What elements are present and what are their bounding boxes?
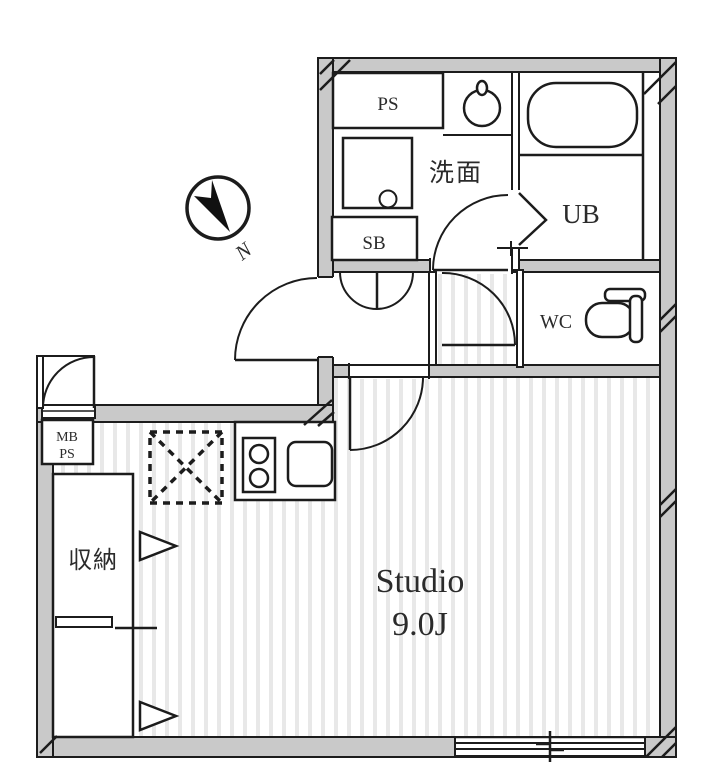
window-center-tick bbox=[536, 731, 564, 762]
studio-door-arc bbox=[349, 376, 424, 451]
washroom-label: 洗面 bbox=[429, 159, 483, 187]
burner-2-icon bbox=[248, 467, 270, 489]
window-bottom bbox=[454, 731, 646, 762]
wc-label: WC bbox=[540, 311, 572, 333]
hatch-right-upper bbox=[659, 303, 677, 333]
storage-outline bbox=[51, 472, 135, 739]
wc-room: WC bbox=[441, 269, 647, 368]
meter-box-outline bbox=[40, 418, 95, 466]
studio-doorway-jambs bbox=[348, 363, 430, 379]
fridge-space-cross-2 bbox=[148, 430, 224, 505]
entry-door bbox=[234, 277, 318, 362]
storage-door-marker-bottom bbox=[138, 700, 180, 732]
bathtub-icon bbox=[526, 81, 639, 149]
meter-box-door bbox=[42, 356, 96, 409]
hatch-top-right bbox=[643, 61, 677, 105]
entry-door-arc bbox=[234, 277, 318, 361]
washer-drain-icon bbox=[378, 189, 398, 209]
vestibule-floor bbox=[436, 272, 517, 365]
burner-1-icon bbox=[248, 443, 270, 465]
meter-box: MB PS bbox=[40, 418, 95, 466]
entry-doorway-gap bbox=[316, 277, 335, 357]
fridge-space-cross-1 bbox=[148, 430, 224, 505]
unit-bath-label: UB bbox=[562, 199, 600, 229]
wall-right bbox=[659, 57, 677, 758]
wall-bath-top bbox=[317, 57, 677, 73]
shoe-box-label: SB bbox=[362, 233, 385, 254]
wall-washroom-ub-divider bbox=[511, 71, 520, 271]
closet-door-arc-right bbox=[376, 271, 414, 310]
kitchen-sink-icon bbox=[286, 440, 334, 488]
hatch-kitchen-corner bbox=[303, 399, 335, 427]
hatch-bottom-left bbox=[39, 735, 58, 754]
ub-folding-door bbox=[497, 192, 548, 256]
studio-label: Studio bbox=[376, 563, 465, 600]
wc-door bbox=[441, 271, 516, 347]
wc-door-arc bbox=[441, 271, 516, 346]
wall-wc-left bbox=[516, 269, 524, 368]
entry-niche bbox=[36, 355, 95, 409]
hatch-top-left bbox=[319, 59, 351, 91]
washroom-door-arc bbox=[432, 194, 509, 271]
toilet-icon bbox=[584, 287, 647, 344]
storage-shelf bbox=[55, 616, 113, 628]
kitchen bbox=[148, 420, 337, 505]
ub-folding-door-zigzag bbox=[518, 192, 548, 246]
wall-hatches bbox=[39, 59, 677, 758]
toilet-bowl bbox=[584, 301, 636, 339]
meter-box-label-ps: PS bbox=[59, 447, 75, 462]
studio-floor-right bbox=[333, 377, 660, 740]
meter-box-label-mb: MB bbox=[56, 430, 78, 445]
shoe-box bbox=[330, 215, 419, 262]
ub-doorway-gap bbox=[510, 190, 521, 248]
closet-door-arc-left bbox=[339, 271, 378, 310]
faucet-icon bbox=[475, 79, 489, 97]
pipe-space-label: PS bbox=[377, 94, 398, 115]
wall-closet-vestibule bbox=[428, 271, 437, 366]
ub-door-tick bbox=[497, 241, 528, 256]
meter-box-door-arc bbox=[42, 356, 95, 409]
washer-pan bbox=[341, 136, 414, 210]
entry-doorway-jambs bbox=[318, 276, 333, 358]
toilet-tank bbox=[628, 294, 644, 344]
storage-door-marker-top bbox=[138, 530, 180, 562]
studio-door bbox=[348, 376, 424, 451]
storage-closet: 収納 bbox=[51, 472, 180, 739]
hatch-right-lower bbox=[659, 488, 677, 518]
washroom-door bbox=[432, 194, 509, 272]
fridge-space-outline bbox=[148, 430, 224, 505]
storage-label: 収納 bbox=[68, 547, 118, 574]
compass-needle-icon bbox=[194, 180, 230, 232]
bath-block: PS SB 洗面 UB bbox=[330, 71, 645, 366]
hatch-bottom-right bbox=[645, 726, 677, 758]
pipe-space-box bbox=[331, 71, 445, 130]
studio-size-label: 9.0J bbox=[392, 606, 448, 643]
studio-doorway-gap bbox=[349, 363, 429, 379]
washroom-doorway-gap bbox=[430, 258, 512, 274]
fridge-space bbox=[148, 430, 224, 505]
niche-left-wall bbox=[36, 355, 44, 409]
closet-double-doors bbox=[339, 271, 414, 310]
